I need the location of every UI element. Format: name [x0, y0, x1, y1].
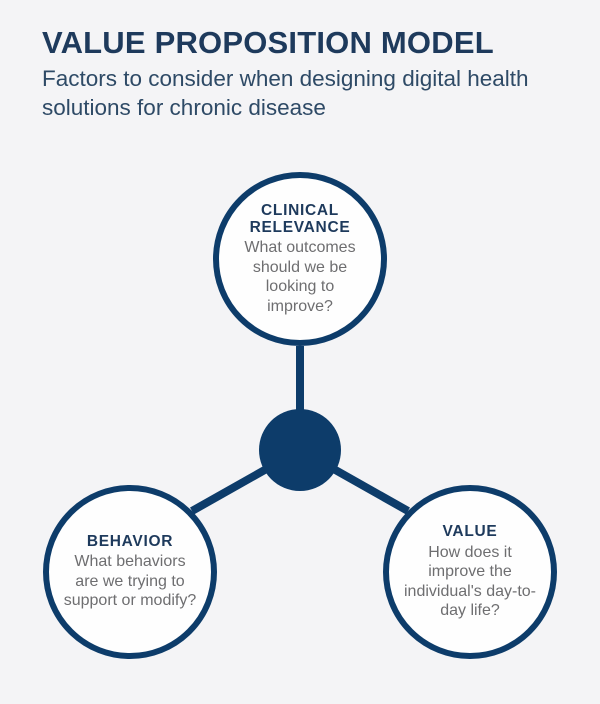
node-value-body: How does it improve the individual's day… — [403, 543, 536, 620]
header: VALUE PROPOSITION MODEL Factors to consi… — [42, 26, 572, 123]
node-clinical-relevance-title: CLINICAL RELEVANCE — [249, 201, 351, 236]
node-clinical-relevance-body: What outcomes should we be looking to im… — [244, 239, 356, 315]
node-behavior-title: BEHAVIOR — [86, 533, 174, 551]
page-title: VALUE PROPOSITION MODEL — [42, 25, 494, 60]
page-subtitle: Factors to consider when designing digit… — [42, 66, 529, 121]
node-behavior-body: What behaviors are we trying to support … — [63, 553, 197, 610]
node-value-title: VALUE — [442, 523, 498, 541]
node-behavior[interactable]: BEHAVIOR What behaviors are we trying to… — [43, 485, 217, 659]
node-clinical-relevance[interactable]: CLINICAL RELEVANCE What outcomes should … — [213, 172, 387, 346]
center-hub — [259, 409, 341, 491]
node-value[interactable]: VALUE How does it improve the individual… — [383, 485, 557, 659]
